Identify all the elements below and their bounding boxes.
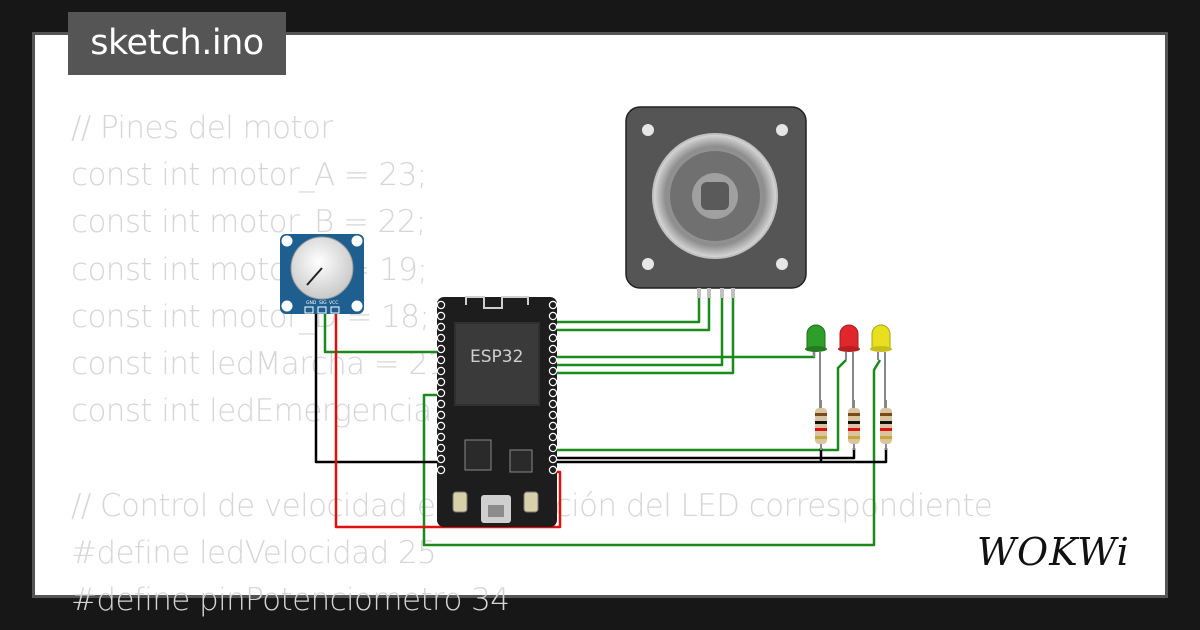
- wire-pot-signal[interactable]: [323, 306, 448, 354]
- wire-motor-d[interactable]: [548, 298, 735, 375]
- led-yellow[interactable]: [870, 324, 892, 410]
- logo-text: WOKWi: [977, 530, 1130, 574]
- stepper-motor[interactable]: [625, 106, 807, 298]
- pot-pin-label: VCC: [329, 300, 338, 306]
- code-line: const int motor_A = 23;: [71, 157, 427, 194]
- wire-ground-led-red[interactable]: [548, 448, 856, 460]
- esp32-board[interactable]: ESP32: [436, 296, 558, 527]
- esp32-label: ESP32: [470, 347, 523, 367]
- wire-led-red[interactable]: [548, 359, 847, 452]
- resistor[interactable]: [848, 400, 860, 450]
- potentiometer[interactable]: GND SIG VCC: [280, 234, 364, 314]
- sketch-filename-tab[interactable]: sketch.ino: [68, 12, 286, 75]
- wire-motor-a[interactable]: [548, 298, 701, 324]
- wire-led-yellow[interactable]: [422, 359, 882, 547]
- led-red[interactable]: [838, 324, 860, 410]
- wire-motor-c[interactable]: [548, 298, 724, 367]
- wokwi-logo: WOKWi: [977, 530, 1130, 574]
- wire-ground-right[interactable]: [548, 448, 888, 464]
- resistor[interactable]: [815, 400, 827, 450]
- pot-pin-label: SIG: [319, 300, 327, 306]
- wire-motor-b[interactable]: [548, 298, 711, 332]
- pot-pin-label: GND: [306, 300, 317, 306]
- wire-led-green[interactable]: [548, 345, 816, 359]
- code-line: // Pines del motor: [71, 110, 333, 146]
- wires: [314, 298, 888, 547]
- resistor[interactable]: [880, 400, 892, 450]
- wire-ground-bus[interactable]: [314, 306, 448, 464]
- code-line: #define ledVelocidad 25: [71, 534, 437, 571]
- led-green[interactable]: [805, 324, 827, 410]
- code-line: #define pinPotenciometro 34: [71, 581, 510, 618]
